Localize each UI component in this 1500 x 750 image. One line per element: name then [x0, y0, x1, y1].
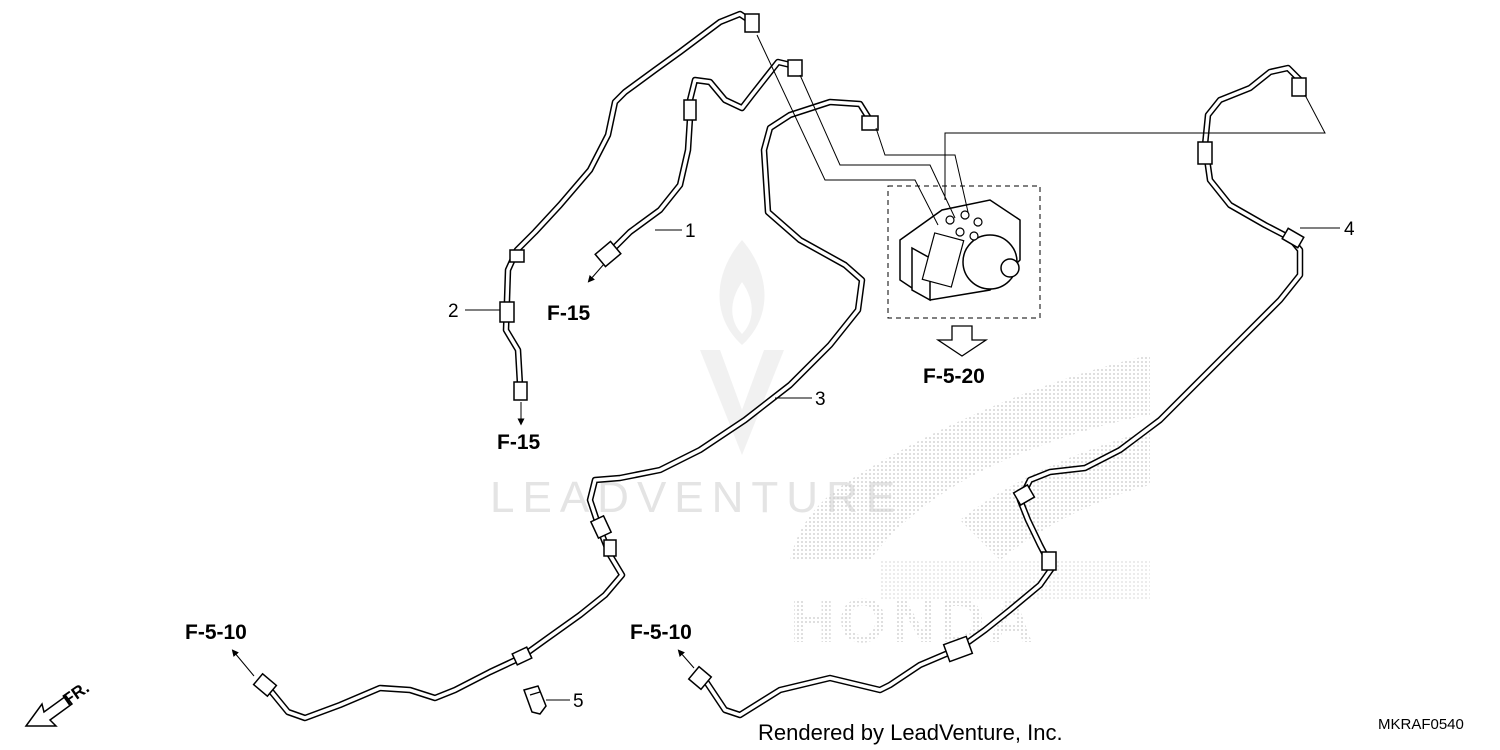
leadventure-watermark: LEADVENTURE [490, 240, 895, 522]
callout-5: 5 [546, 691, 584, 712]
pipe-clip [1041, 551, 1057, 571]
callout-4: 4 [1300, 219, 1355, 240]
callout-number: 3 [815, 389, 826, 410]
brake-pipe-3[interactable] [252, 98, 879, 722]
modulator-boundary [887, 185, 1041, 319]
ref-f510-left[interactable]: F-5-10 [185, 621, 255, 677]
reference-label[interactable]: F-15 [547, 302, 591, 325]
pipe-fitting [594, 240, 622, 268]
pipe-clip [1281, 227, 1305, 249]
pipe-clip [1012, 483, 1036, 507]
reference-arrow-icon [935, 325, 989, 357]
pipe-fitting [787, 59, 803, 77]
pipe-clip-5[interactable] [523, 685, 547, 715]
reference-label[interactable]: F-15 [497, 431, 541, 454]
front-marker: FR. [24, 678, 93, 727]
brake-pipe-4[interactable] [687, 64, 1307, 719]
pipe-fitting [861, 115, 879, 131]
pipe-fitting [1291, 77, 1307, 97]
callout-number: 1 [685, 221, 696, 242]
pipe-clip [509, 249, 525, 263]
pipe-clip [1197, 141, 1213, 165]
ref-f15-lower[interactable]: F-15 [497, 402, 541, 454]
pipe-clip [499, 301, 515, 323]
pipe-fitting [513, 381, 528, 401]
pipe-clip [511, 646, 533, 666]
pipe-fitting [687, 665, 713, 691]
front-arrow-icon [24, 694, 74, 727]
brake-pipe-1[interactable] [594, 58, 803, 268]
pipe-clip [589, 514, 613, 540]
diagram-code: MKRAF0540 [1378, 716, 1464, 733]
pipe-clip [942, 635, 974, 663]
callout-3: 3 [775, 389, 826, 410]
footer-credit: Rendered by LeadVenture, Inc. [758, 720, 1063, 745]
reference-label[interactable]: F-5-20 [923, 365, 985, 388]
connection-lines [756, 34, 1326, 226]
reference-label[interactable]: F-5-10 [630, 621, 692, 644]
callout-number: 5 [573, 691, 584, 712]
brake-pipe-2[interactable] [499, 10, 760, 401]
callout-1: 1 [655, 221, 696, 242]
abs-modulator[interactable] [887, 185, 1041, 319]
pipe-clip [683, 99, 697, 121]
ref-f15-upper[interactable]: F-15 [547, 263, 605, 325]
reference-label[interactable]: F-5-10 [185, 621, 247, 644]
ref-f510-right[interactable]: F-5-10 [630, 621, 695, 669]
pipe-fitting [252, 672, 278, 698]
callout-number: 2 [448, 301, 459, 322]
honda-watermark: HONDA [790, 355, 1150, 656]
ref-f520[interactable]: F-5-20 [923, 325, 989, 388]
callout-number: 4 [1344, 219, 1355, 240]
pipe-fitting [744, 13, 760, 33]
pipe-clip [603, 539, 617, 557]
flame-logo-icon [700, 240, 784, 455]
callout-2: 2 [448, 301, 500, 322]
